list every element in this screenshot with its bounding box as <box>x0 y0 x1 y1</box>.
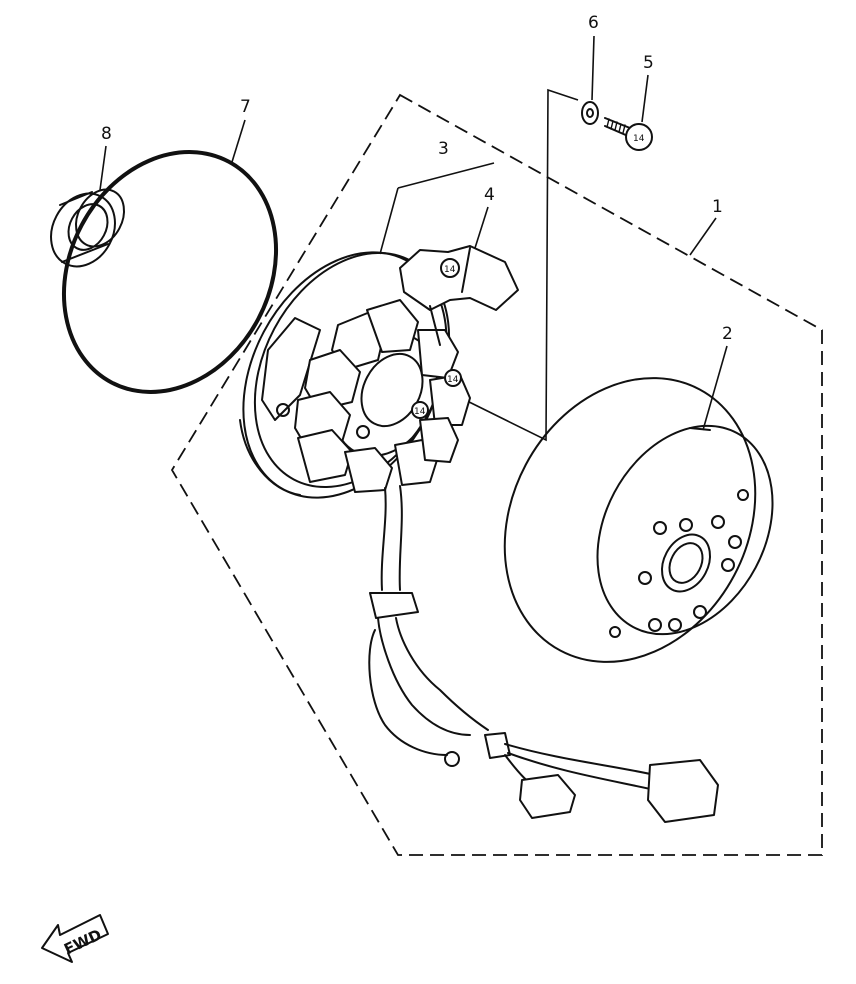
rotor-flywheel <box>503 377 774 663</box>
callout-8: 8 <box>99 124 112 191</box>
assembly-boundary <box>170 93 823 856</box>
callout-3-label: 3 <box>438 139 449 159</box>
callout-7: 7 <box>231 97 251 163</box>
screw-head-mark: 14 <box>633 134 645 144</box>
screw: 14 <box>604 117 653 151</box>
stator-coils: 14 14 <box>294 299 471 493</box>
callout-1: 1 <box>689 197 723 256</box>
fastener-leader <box>454 88 579 442</box>
oil-seal <box>50 188 125 268</box>
callout-2-label: 2 <box>722 324 733 344</box>
gasket-ring <box>61 150 279 394</box>
callout-6-label: 6 <box>588 13 599 33</box>
callout-3: 3 <box>379 139 495 255</box>
callout-5: 5 <box>641 53 654 123</box>
callout-1-label: 1 <box>712 197 723 217</box>
stator-bolt-mark-1: 14 <box>414 407 426 417</box>
washer <box>581 101 599 125</box>
stator-bolt-mark-2: 14 <box>447 375 459 385</box>
pickup-bolt-mark: 14 <box>444 265 456 275</box>
forward-arrow: FWD <box>41 914 109 963</box>
callout-7-label: 7 <box>240 97 251 117</box>
callout-4: 4 <box>474 185 495 249</box>
callout-8-label: 8 <box>101 124 112 144</box>
callout-6: 6 <box>588 13 599 101</box>
callout-2: 2 <box>702 324 733 431</box>
callout-5-label: 5 <box>643 53 654 73</box>
callout-4-label: 4 <box>484 185 495 205</box>
wire-harness <box>368 485 719 823</box>
pickup-coil: 14 <box>399 245 519 346</box>
